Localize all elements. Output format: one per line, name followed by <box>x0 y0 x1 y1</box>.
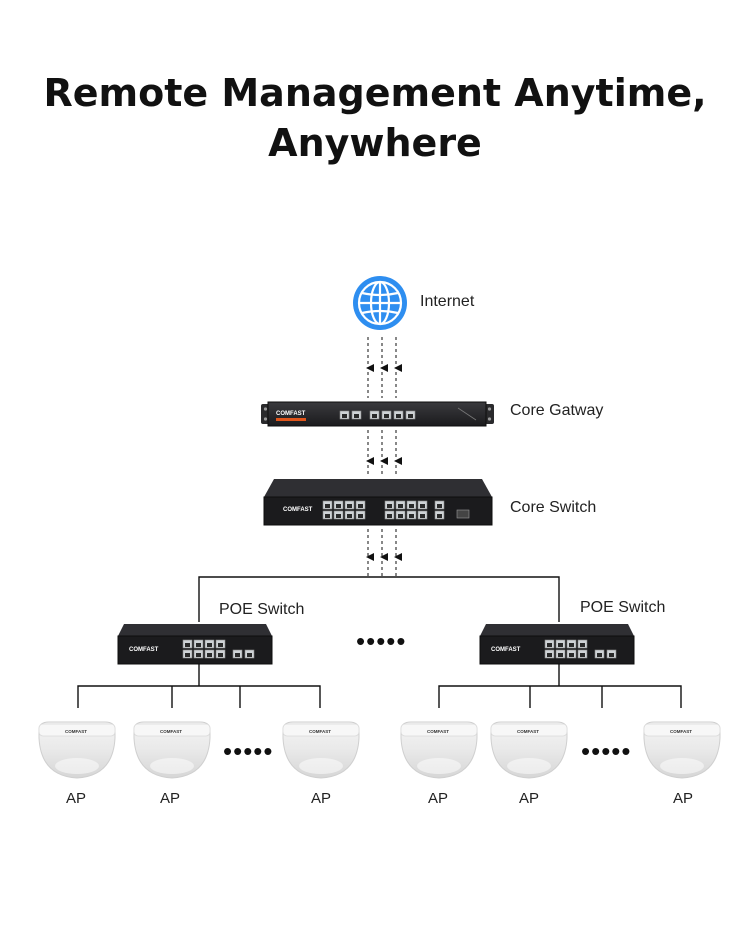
svg-text:COMFAST: COMFAST <box>309 729 331 734</box>
ap-device: COMFAST <box>282 721 360 779</box>
poe-switch-right-label: POE Switch <box>580 599 666 616</box>
gateway-arrows <box>366 430 402 476</box>
brand-logo: COMFAST <box>276 411 306 417</box>
page-title: Remote Management Anytime, Anywhere <box>0 68 750 168</box>
internet-label: Internet <box>420 293 475 310</box>
switch-arrows <box>366 529 402 577</box>
distribution-lines <box>77 576 682 708</box>
globe-icon <box>353 276 407 330</box>
brand-logo: COMFAST <box>283 507 313 513</box>
svg-text:COMFAST: COMFAST <box>670 729 692 734</box>
access-points: COMFAST COMFAST COMFAST COMFAST COMFAST … <box>38 721 721 779</box>
title-line-1: Remote Management Anytime, <box>43 71 707 115</box>
ap-label: AP <box>673 790 694 807</box>
more-aps-right-ellipsis: ••••• <box>581 736 632 766</box>
title-line-2: Anywhere <box>268 121 482 165</box>
svg-text:COMFAST: COMFAST <box>427 729 449 734</box>
ap-device: COMFAST <box>38 721 116 779</box>
svg-text:COMFAST: COMFAST <box>160 729 182 734</box>
svg-text:COMFAST: COMFAST <box>65 729 87 734</box>
svg-text:COMFAST: COMFAST <box>517 729 539 734</box>
poe-switch-right-device: COMFAST <box>479 624 635 665</box>
core-switch-device: COMFAST <box>263 479 493 526</box>
poe-switch-left-label: POE Switch <box>219 601 305 618</box>
ap-label: AP <box>311 790 332 807</box>
ap-device: COMFAST <box>133 721 211 779</box>
brand-logo: COMFAST <box>129 647 159 653</box>
more-aps-left-ellipsis: ••••• <box>223 736 274 766</box>
core-gateway-device: COMFAST <box>261 401 494 427</box>
ap-label: AP <box>160 790 181 807</box>
brand-logo: COMFAST <box>491 647 521 653</box>
uplink-arrows <box>366 337 402 398</box>
poe-switch-left-device: COMFAST <box>117 624 273 665</box>
ap-device: COMFAST <box>643 721 721 779</box>
core-switch-label: Core Switch <box>510 499 597 516</box>
ap-label: AP <box>428 790 449 807</box>
core-gateway-label: Core Gatway <box>510 402 604 419</box>
ap-label: AP <box>519 790 540 807</box>
ap-device: COMFAST <box>490 721 568 779</box>
more-switches-ellipsis: ••••• <box>356 626 407 656</box>
ap-device: COMFAST <box>400 721 478 779</box>
ap-label: AP <box>66 790 87 807</box>
